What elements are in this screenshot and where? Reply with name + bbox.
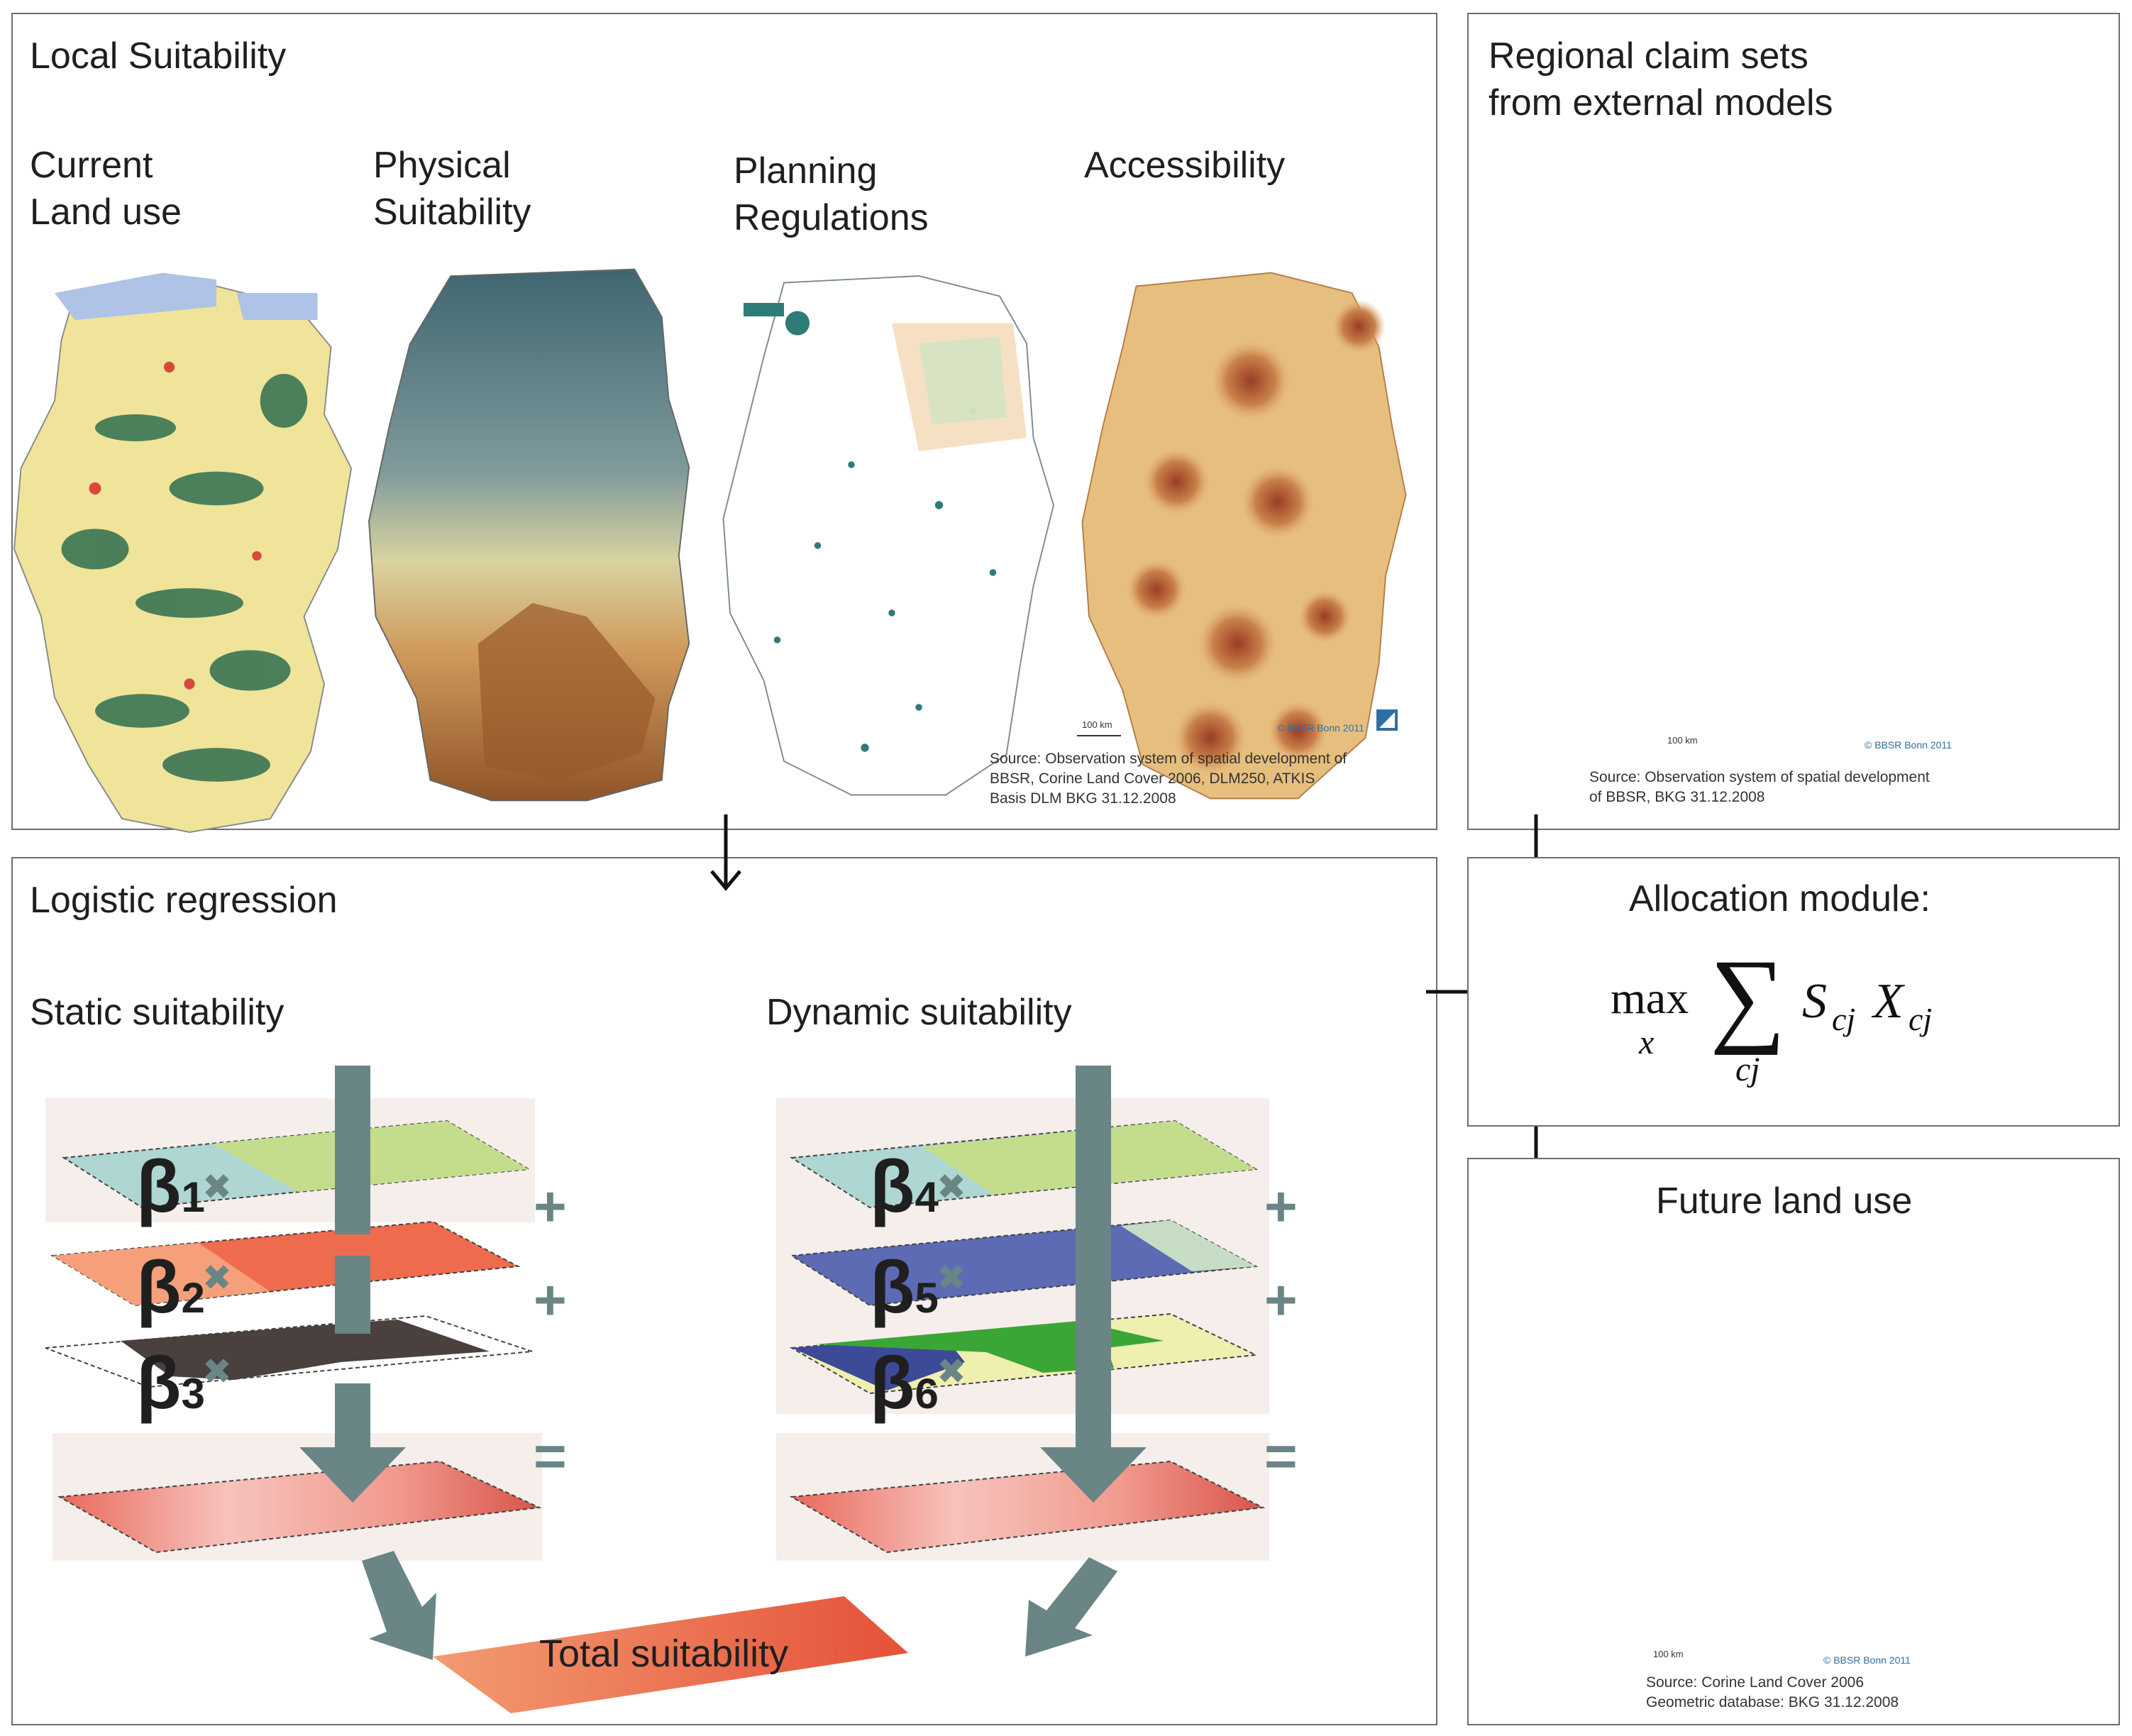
allocation-module-title: Allocation module: [1629,878,1931,919]
plus-sign: + [534,1268,567,1332]
map-accessibility [1081,272,1407,800]
merge-arrows [362,1551,1117,1660]
times-icon: ✖ [937,1258,966,1298]
plus-sign: + [1264,1175,1298,1238]
logistic-regression-title: Logistic regression [30,880,338,921]
dynamic-layer-5 [790,1219,1259,1307]
local-copyright: © BBSR Bonn 2011 [1277,722,1364,734]
future-copyright: © BBSR Bonn 2011 [1823,1654,1911,1666]
local-suitability-title: Local Suitability [30,35,287,77]
static-layer-3 [45,1315,533,1388]
future-land-use-title: Future land use [1656,1181,1913,1222]
times-icon: ✖ [937,1167,966,1207]
static-result-layer [57,1460,542,1554]
map-planning-regulations [722,275,1054,796]
regional-copyright: © BBSR Bonn 2011 [1865,739,1952,751]
beta-3: β3 [136,1342,205,1425]
plus-sign: + [1264,1268,1298,1332]
dynamic-suitability-title: Dynamic suitability [766,992,1072,1033]
total-suitability-label: Total suitability [539,1632,789,1675]
regional-scale-label: 100 km [1667,735,1698,746]
static-suitability-title: Static suitability [30,992,285,1033]
map-current-land-use [13,272,352,833]
dynamic-result-layer [789,1460,1266,1554]
total-suitability-layer [433,1596,908,1713]
map-label-accessibility: Accessibility [1084,145,1286,186]
times-icon: ✖ [937,1351,966,1391]
times-icon: ✖ [202,1258,232,1298]
regional-source: Source: Observation system of spatial de… [1589,769,1930,805]
equals-sign: = [1264,1425,1298,1488]
plus-sign: + [534,1175,567,1238]
local-scale-label: 100 km [1082,719,1112,730]
beta-1: β1 [136,1146,205,1228]
beta-2: β2 [136,1246,205,1329]
times-icon: ✖ [202,1351,232,1391]
static-layer-1 [62,1119,531,1209]
map-physical-suitability [368,268,690,802]
equals-sign: = [534,1425,567,1488]
beta-6: β6 [870,1342,939,1425]
allocation-formula: max x ∑ cj S cj X cj [1611,938,1933,1088]
regional-claims-panel [1467,13,2120,830]
beta-4: β4 [870,1146,939,1228]
local-source: Source: Observation system of spatial de… [990,751,1347,807]
future-land-use-panel [1467,1158,2120,1725]
static-layer-2 [50,1220,521,1307]
future-scale-label: 100 km [1653,1649,1684,1659]
allocation-module-panel [1467,857,2120,1127]
static-down-arrow [299,1066,406,1503]
dynamic-down-arrow [1040,1066,1147,1503]
beta-5: β5 [870,1246,939,1329]
times-icon: ✖ [202,1167,232,1207]
